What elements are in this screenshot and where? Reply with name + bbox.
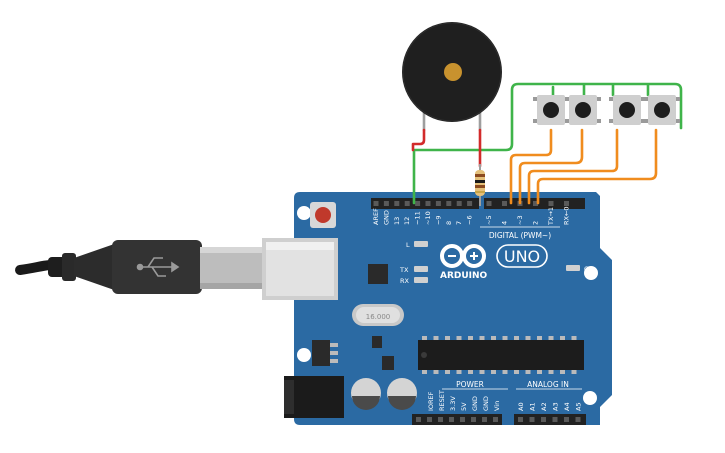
arduino-logo-icon xyxy=(440,244,486,268)
digital-pin-hole[interactable] xyxy=(373,201,379,206)
power-pin-hole[interactable] xyxy=(493,417,498,422)
microcontroller-chip xyxy=(418,340,584,370)
digital-pin-label: ~10 xyxy=(424,211,432,225)
capacitor xyxy=(351,378,381,410)
digital-pin-hole[interactable] xyxy=(564,201,569,206)
digital-pin-label: 13 xyxy=(393,217,401,225)
digital-pin-label: 8 xyxy=(445,221,453,225)
power-pin-hole[interactable] xyxy=(427,417,432,422)
power-pin-label: GND xyxy=(482,396,490,411)
power-pin-hole[interactable] xyxy=(416,417,421,422)
pushbutton[interactable] xyxy=(609,95,645,125)
digital-pin-hole[interactable] xyxy=(404,201,410,206)
digital-pin-label: RX←0 xyxy=(563,206,571,225)
power-pin-hole[interactable] xyxy=(438,417,443,422)
power-pin-hole[interactable] xyxy=(449,417,454,422)
usb-cable[interactable] xyxy=(15,240,264,294)
digital-pin-label: ~9 xyxy=(434,215,442,225)
analog-pin-label: A1 xyxy=(529,402,537,411)
digital-header-label: DIGITAL (PWM~) xyxy=(489,231,551,240)
power-pin-label: 5V xyxy=(460,402,468,411)
led-label-tx: TX xyxy=(399,266,409,274)
analog-pin-label: A2 xyxy=(540,402,548,411)
crystal-label: 16.000 xyxy=(366,313,391,321)
reset-button[interactable] xyxy=(310,202,336,228)
power-jack[interactable] xyxy=(284,376,344,418)
power-pin-hole[interactable] xyxy=(471,417,476,422)
wire-button-1[interactable] xyxy=(509,128,553,205)
digital-pin-hole[interactable] xyxy=(533,201,538,206)
analog-pin-hole[interactable] xyxy=(541,417,546,422)
wire-button-3[interactable] xyxy=(527,128,619,205)
digital-pin-label: 12 xyxy=(403,217,411,225)
digital-pin-hole[interactable] xyxy=(486,201,492,206)
digital-pin-hole[interactable] xyxy=(435,201,441,206)
digital-pin-label: ~3 xyxy=(516,215,524,225)
led-label-l: L xyxy=(406,241,410,249)
analog-header xyxy=(514,414,586,425)
power-pin-hole[interactable] xyxy=(482,417,487,422)
analog-pin-hole[interactable] xyxy=(564,417,569,422)
digital-pin-hole[interactable] xyxy=(425,201,431,206)
analog-pin-hole[interactable] xyxy=(529,417,535,422)
usb-symbol-icon xyxy=(136,257,180,277)
wire-ground[interactable] xyxy=(412,82,683,205)
analog-pin-label: A4 xyxy=(563,402,571,411)
led-label-on: ON xyxy=(584,265,594,273)
pushbutton[interactable] xyxy=(644,95,680,125)
digital-pin-label: TX→1 xyxy=(547,207,555,226)
piezo-buzzer[interactable] xyxy=(402,22,502,122)
power-header xyxy=(412,414,502,425)
wire-button-2[interactable] xyxy=(518,128,584,205)
analog-pin-label: A3 xyxy=(552,402,560,411)
digital-pin-label: 4 xyxy=(501,221,509,225)
capacitor xyxy=(387,378,417,410)
analog-pin-hole[interactable] xyxy=(575,417,581,422)
power-pin-hole[interactable] xyxy=(460,417,465,422)
digital-pin-hole[interactable] xyxy=(548,201,554,206)
digital-pin-label: 2 xyxy=(532,221,540,225)
power-pin-label: GND xyxy=(471,396,479,411)
digital-pin-hole[interactable] xyxy=(446,201,452,206)
digital-pin-hole[interactable] xyxy=(456,201,462,206)
digital-pin-label: ~6 xyxy=(466,215,474,225)
digital-pin-hole[interactable] xyxy=(415,201,421,206)
led-label-rx: RX xyxy=(400,277,410,285)
brand-label: ARDUINO xyxy=(440,271,488,281)
digital-pin-hole[interactable] xyxy=(383,201,389,206)
logo-minus-plus-icon xyxy=(448,252,478,260)
digital-pin-hole[interactable] xyxy=(394,201,400,206)
digital-pin-hole[interactable] xyxy=(467,201,473,206)
analog-pin-hole[interactable] xyxy=(552,417,558,422)
power-pin-label: IOREF xyxy=(427,391,435,411)
power-pin-label: 3.3V xyxy=(449,396,457,411)
digital-pin-label: GND xyxy=(382,210,390,225)
digital-pin-hole[interactable] xyxy=(502,201,507,206)
wire-buzzer-negative[interactable] xyxy=(411,128,426,152)
digital-pin-label: 7 xyxy=(455,221,463,225)
digital-header-high xyxy=(371,198,479,209)
pushbutton[interactable] xyxy=(565,95,601,125)
wire-button-4[interactable] xyxy=(536,128,658,205)
digital-pin-label: ~5 xyxy=(485,215,493,225)
power-pin-label: Vin xyxy=(493,401,501,411)
power-pin-label: RESET xyxy=(438,390,446,411)
pushbutton[interactable] xyxy=(533,95,569,125)
analog-pin-label: A5 xyxy=(575,402,583,411)
model-label: UNO xyxy=(504,247,540,266)
digital-pin-label: AREF xyxy=(372,208,380,225)
resistor[interactable] xyxy=(475,164,485,206)
analog-pin-hole[interactable] xyxy=(518,417,523,422)
analog-header-label: ANALOG IN xyxy=(527,380,569,389)
analog-pin-label: A0 xyxy=(517,402,525,411)
power-header-label: POWER xyxy=(456,380,484,389)
digital-pin-label: ~11 xyxy=(414,211,422,225)
arduino-uno[interactable]: L TX RX ON ARDUINO UNO 16.000 xyxy=(262,192,612,425)
